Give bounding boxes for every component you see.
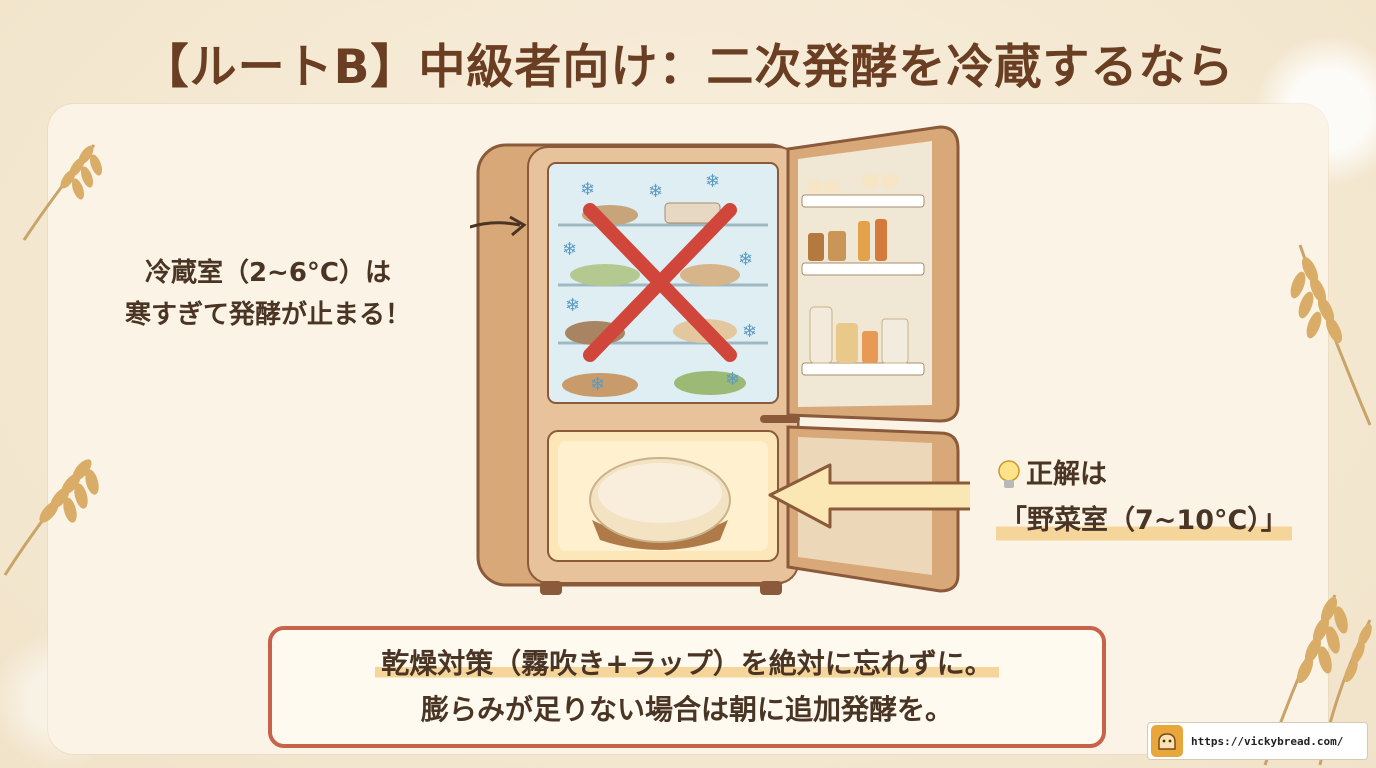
cold-warning-line1: 冷蔵室（2~6°C）は (144, 258, 392, 288)
tip-line1: 乾燥対策（霧吹き+ラップ）を絶対に忘れずに。 (375, 647, 999, 680)
svg-text:❄: ❄ (725, 369, 740, 390)
prohibited-x-icon (583, 203, 737, 362)
svg-text:❄: ❄ (590, 374, 605, 395)
wheat-decoration-left-icon (3, 459, 99, 576)
cold-warning-line2: 寒すぎて発酵が止まる！ (124, 300, 411, 330)
correct-answer-label: 正解は 「野菜室（7~10°C）」 (996, 452, 1316, 544)
wheat-decoration-top-left-icon (22, 144, 103, 241)
refrigerator-illustration: ❄ ❄ ❄ ❄ ❄ ❄ ❄ ❄ ❄ (470, 125, 970, 595)
page-title: 【ルートB】中級者向け：二次発酵を冷蔵するなら (141, 40, 1235, 95)
svg-text:❄: ❄ (738, 249, 753, 270)
fridge-compartment: ❄ ❄ ❄ ❄ ❄ ❄ ❄ ❄ ❄ (547, 162, 779, 404)
correct-answer-line1: 正解は (1026, 459, 1107, 490)
svg-text:❄: ❄ (648, 181, 663, 202)
svg-text:❄: ❄ (562, 239, 577, 260)
bread-logo-icon (1151, 725, 1183, 757)
svg-text:❄: ❄ (565, 295, 580, 316)
lightbulb-icon (998, 460, 1020, 488)
svg-text:❄: ❄ (705, 171, 720, 192)
vegetable-compartment (547, 430, 779, 562)
svg-text:❄: ❄ (580, 179, 595, 200)
footer-badge[interactable]: https://vickybread.com/ (1147, 722, 1368, 760)
cold-compartment-warning: 冷蔵室（2~6°C）は 寒すぎて発酵が止まる！ (88, 252, 448, 336)
wheat-decoration-right-icon (1290, 244, 1372, 426)
upper-door (786, 125, 960, 423)
correct-answer-line2: 「野菜室（7~10°C）」 (996, 498, 1292, 544)
footer-url-link[interactable]: https://vickybread.com/ (1191, 734, 1344, 748)
tip-line2: 膨らみが足りない場合は朝に追加発酵を。 (420, 693, 953, 726)
arrow-left-icon (768, 463, 970, 529)
tip-note-box: 乾燥対策（霧吹き+ラップ）を絶対に忘れずに。 膨らみが足りない場合は朝に追加発酵… (268, 626, 1106, 748)
svg-text:❄: ❄ (742, 321, 757, 342)
